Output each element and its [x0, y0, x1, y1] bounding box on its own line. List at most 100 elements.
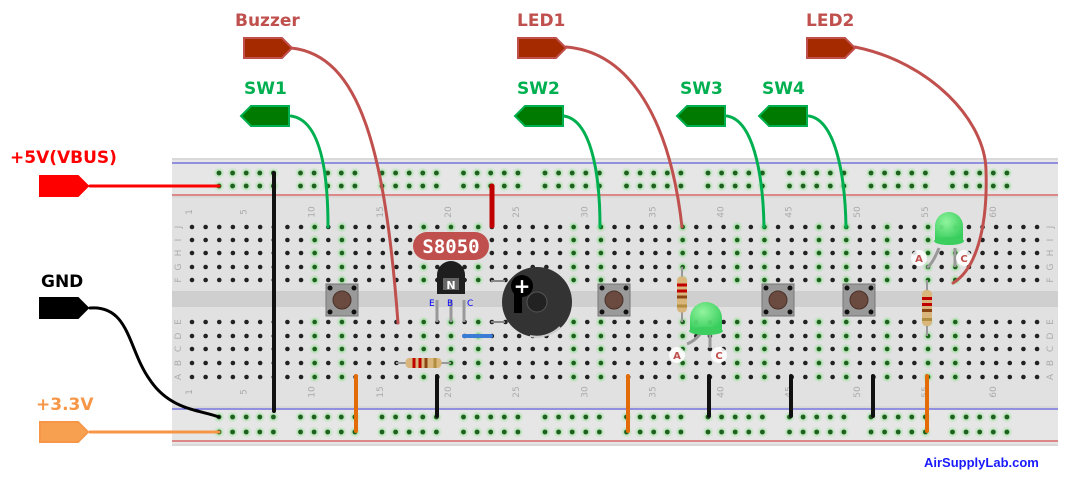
- rail-hole: [1004, 429, 1010, 435]
- breadboard-hole: [857, 374, 863, 380]
- breadboard-hole: [666, 250, 672, 256]
- breadboard-hole: [503, 360, 508, 366]
- connector-sw4[interactable]: SW4: [757, 79, 808, 127]
- breadboard-hole: [734, 374, 740, 380]
- breadboard-hole: [625, 237, 631, 243]
- breadboard-hole: [244, 333, 249, 339]
- breadboard-hole: [244, 250, 249, 256]
- breadboard-hole: [912, 224, 917, 230]
- breadboard-hole: [952, 360, 958, 366]
- breadboard-hole: [871, 237, 876, 243]
- breadboard-hole: [871, 346, 876, 352]
- transistor-s8050: N E B C: [429, 261, 473, 322]
- breadboard-hole: [653, 250, 658, 256]
- connector-sw3[interactable]: SW3: [675, 79, 726, 127]
- breadboard-hole: [203, 264, 208, 270]
- breadboard-hole: [775, 374, 781, 380]
- connector-led2[interactable]: LED2: [806, 11, 857, 59]
- breadboard-hole: [298, 250, 304, 256]
- rail-hole: [827, 170, 833, 176]
- rail-hole: [868, 170, 874, 176]
- breadboard-hole: [407, 250, 413, 256]
- breadboard-hole: [966, 319, 972, 325]
- breadboard-hole: [748, 264, 754, 270]
- push-button-2[interactable]: [597, 283, 631, 317]
- breadboard-hole: [939, 374, 944, 380]
- breadboard-hole: [653, 360, 658, 366]
- breadboard-hole: [680, 250, 685, 256]
- breadboard-hole: [216, 224, 222, 230]
- breadboard-hole: [898, 374, 904, 380]
- push-button-3[interactable]: [761, 283, 795, 317]
- breadboard-hole: [203, 237, 208, 243]
- row-label: E: [174, 319, 184, 325]
- connector-sw2[interactable]: SW2: [513, 79, 564, 127]
- breadboard-hole: [394, 250, 399, 256]
- rail-hole: [868, 183, 874, 189]
- rail-hole: [719, 183, 724, 189]
- breadboard-hole: [339, 237, 345, 243]
- rail-hole: [814, 183, 820, 189]
- breadboard-hole: [694, 264, 699, 270]
- breadboard-hole: [803, 224, 808, 230]
- connector-led1[interactable]: LED1: [517, 11, 568, 59]
- board-wires: [272, 171, 929, 433]
- breadboard-hole: [843, 237, 849, 243]
- breadboard-hole: [353, 346, 358, 352]
- connector-v33[interactable]: +3.3V: [36, 395, 94, 443]
- push-button-1[interactable]: [325, 283, 359, 317]
- breadboard-hole: [857, 237, 863, 243]
- breadboard-hole: [816, 374, 822, 380]
- breadboard-hole: [1007, 250, 1013, 256]
- rail-hole: [298, 429, 303, 435]
- breadboard-hole: [380, 250, 386, 256]
- connector-tag-icon: [806, 37, 857, 59]
- breadboard-hole: [1034, 374, 1040, 380]
- breadboard-hole: [707, 360, 713, 366]
- row-label: H: [174, 250, 184, 257]
- rail-hole: [895, 429, 901, 435]
- rail-hole: [406, 429, 412, 435]
- column-label: 20: [444, 206, 454, 218]
- rail-hole: [569, 170, 575, 176]
- column-label: 20: [444, 386, 454, 398]
- breadboard-hole: [884, 346, 890, 352]
- rail-hole: [271, 429, 276, 435]
- breadboard-hole: [189, 237, 195, 243]
- breadboard-hole: [993, 319, 999, 325]
- breadboard-hole: [748, 319, 754, 325]
- breadboard-hole: [366, 333, 372, 339]
- breadboard-hole: [639, 237, 645, 243]
- breadboard-hole: [1021, 333, 1026, 339]
- column-label: 1: [185, 389, 195, 395]
- push-button-4[interactable]: [842, 283, 876, 317]
- breadboard-hole: [216, 333, 222, 339]
- row-label: C: [1046, 346, 1056, 352]
- connector-buzzer[interactable]: Buzzer: [235, 11, 300, 59]
- breadboard-hole: [326, 360, 331, 366]
- breadboard-hole: [857, 346, 863, 352]
- wire-sw1: [289, 114, 330, 229]
- breadboard-hole: [298, 237, 304, 243]
- connector-sw1[interactable]: SW1: [239, 79, 290, 127]
- rail-hole: [990, 414, 996, 420]
- breadboard-hole: [353, 319, 358, 325]
- breadboard-hole: [952, 374, 958, 380]
- connector-tag-icon: [239, 105, 290, 127]
- rail-hole: [746, 414, 752, 420]
- breadboard-hole: [639, 374, 645, 380]
- breadboard-hole: [244, 264, 249, 270]
- breadboard-hole: [694, 360, 699, 366]
- connector-gnd[interactable]: GND: [39, 272, 90, 319]
- rail-hole: [501, 170, 507, 176]
- breadboard-hole: [598, 333, 604, 339]
- row-label: F: [1046, 277, 1056, 282]
- breadboard-hole: [843, 333, 849, 339]
- breadboard-hole: [966, 224, 972, 230]
- breadboard-hole: [380, 264, 386, 270]
- breadboard-hole: [789, 319, 795, 325]
- breadboard-hole: [448, 374, 454, 380]
- breadboard-hole: [326, 277, 331, 283]
- connector-vbus[interactable]: +5V(VBUS): [10, 148, 117, 197]
- row-label: H: [1046, 250, 1056, 257]
